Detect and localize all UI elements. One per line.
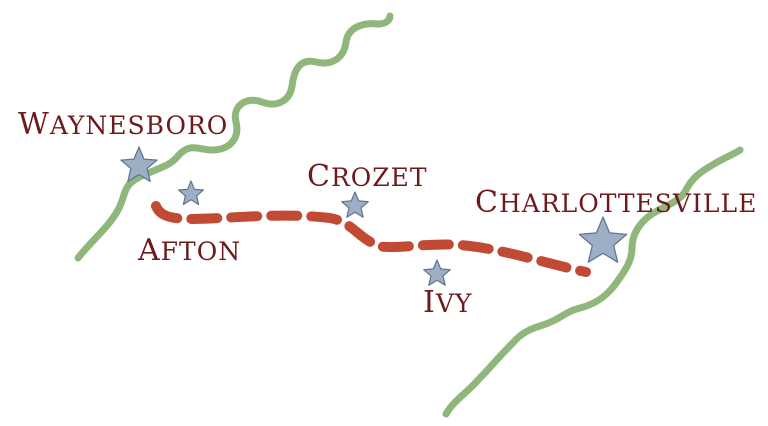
- star-icon: [341, 191, 369, 218]
- town-label-charlottesville: CHARLOTTESVILLE: [475, 185, 758, 220]
- star-icon: [423, 259, 451, 286]
- star-shape: [341, 191, 369, 218]
- star-icon: [578, 216, 628, 263]
- river-left: [74, 12, 394, 262]
- star-icon: [120, 146, 158, 182]
- star-shape: [423, 259, 451, 286]
- star-shape: [120, 146, 158, 182]
- river-right: [442, 146, 744, 418]
- star-shape: [578, 216, 628, 263]
- route-path: [151, 201, 591, 277]
- star-shape: [178, 180, 204, 206]
- town-label-crozet: CROZET: [307, 159, 428, 194]
- star-icon: [178, 180, 204, 206]
- town-label-waynesboro: WAYNESBORO: [18, 107, 229, 142]
- town-label-ivy: IVY: [423, 285, 473, 320]
- town-label-afton: AFTON: [138, 233, 242, 268]
